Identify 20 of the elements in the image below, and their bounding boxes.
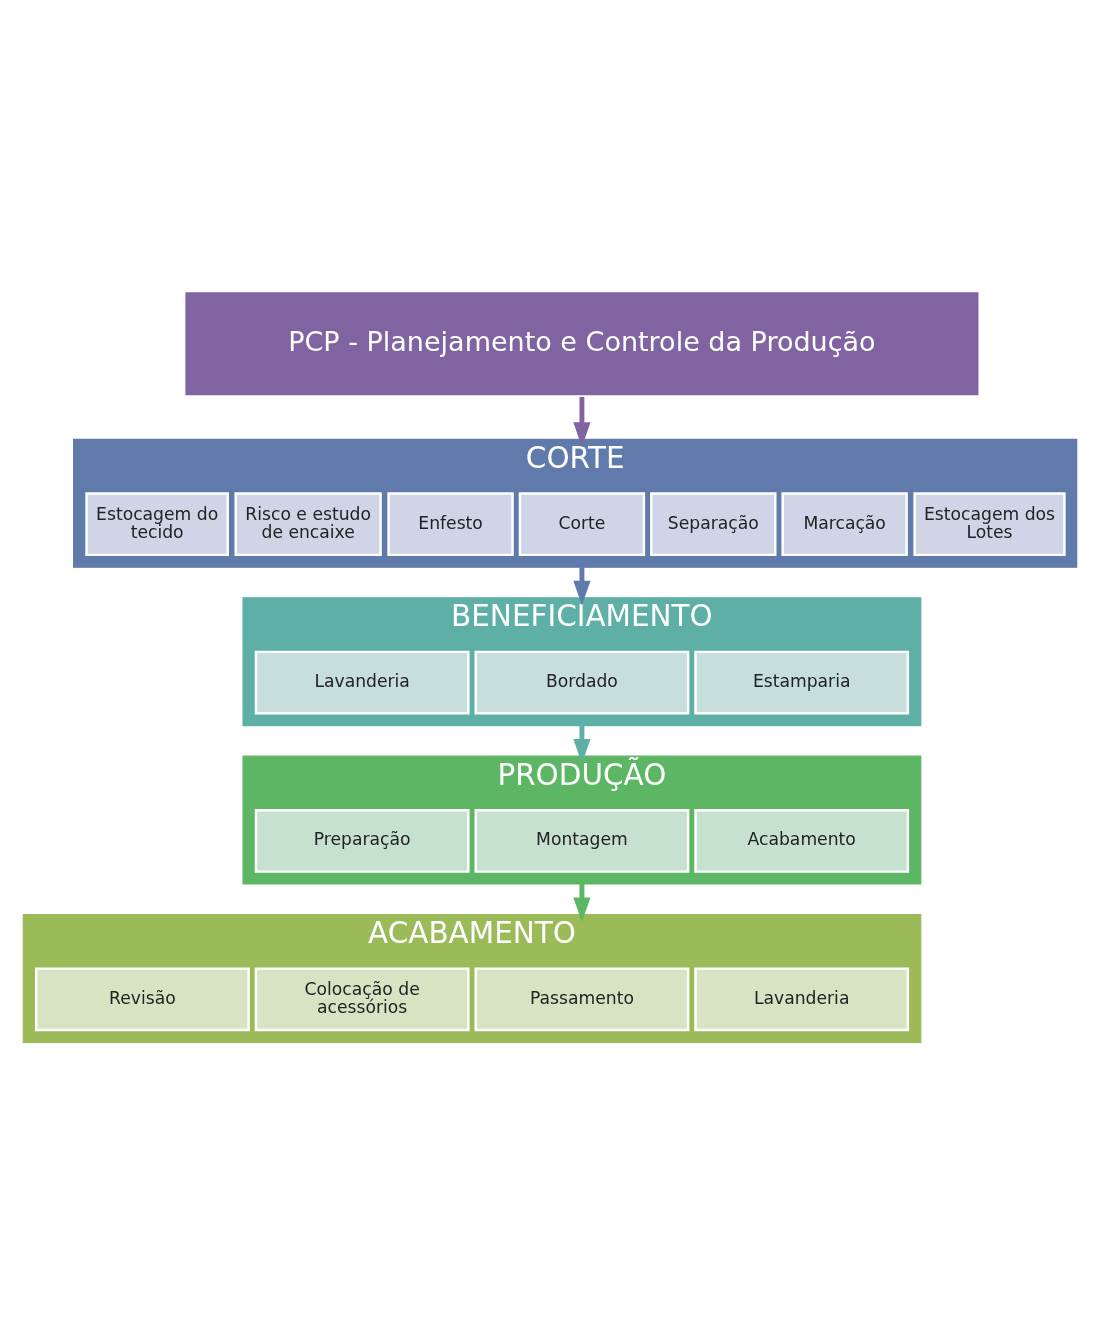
node-box: Colocação de acessórios xyxy=(254,967,470,1032)
arrow xyxy=(573,396,591,447)
node-box: Preparação xyxy=(254,809,470,873)
node-box: Estocagem do tecido xyxy=(85,492,229,557)
node-box: Estocagem dos Lotes xyxy=(913,492,1066,557)
node-box: Estamparia xyxy=(694,650,910,715)
node-box: Risco e estudo de encaixe xyxy=(234,492,382,557)
node-box: Revisão xyxy=(34,967,250,1032)
node-box: Bordado xyxy=(474,650,690,715)
node-box: Passamento xyxy=(474,967,690,1032)
arrow xyxy=(573,567,591,606)
node-box: Lavanderia xyxy=(694,967,910,1032)
node-box: Enfesto xyxy=(387,492,514,557)
node-box: PCP - Planejamento e Controle da Produção xyxy=(182,289,981,398)
node-box: Acabamento xyxy=(694,809,910,873)
node-box: Marcação xyxy=(781,492,908,557)
node-box: Montagem xyxy=(474,809,690,873)
node-box: Corte xyxy=(518,492,646,557)
node-box: Lavanderia xyxy=(254,650,470,715)
node-box: Separação xyxy=(650,492,777,557)
